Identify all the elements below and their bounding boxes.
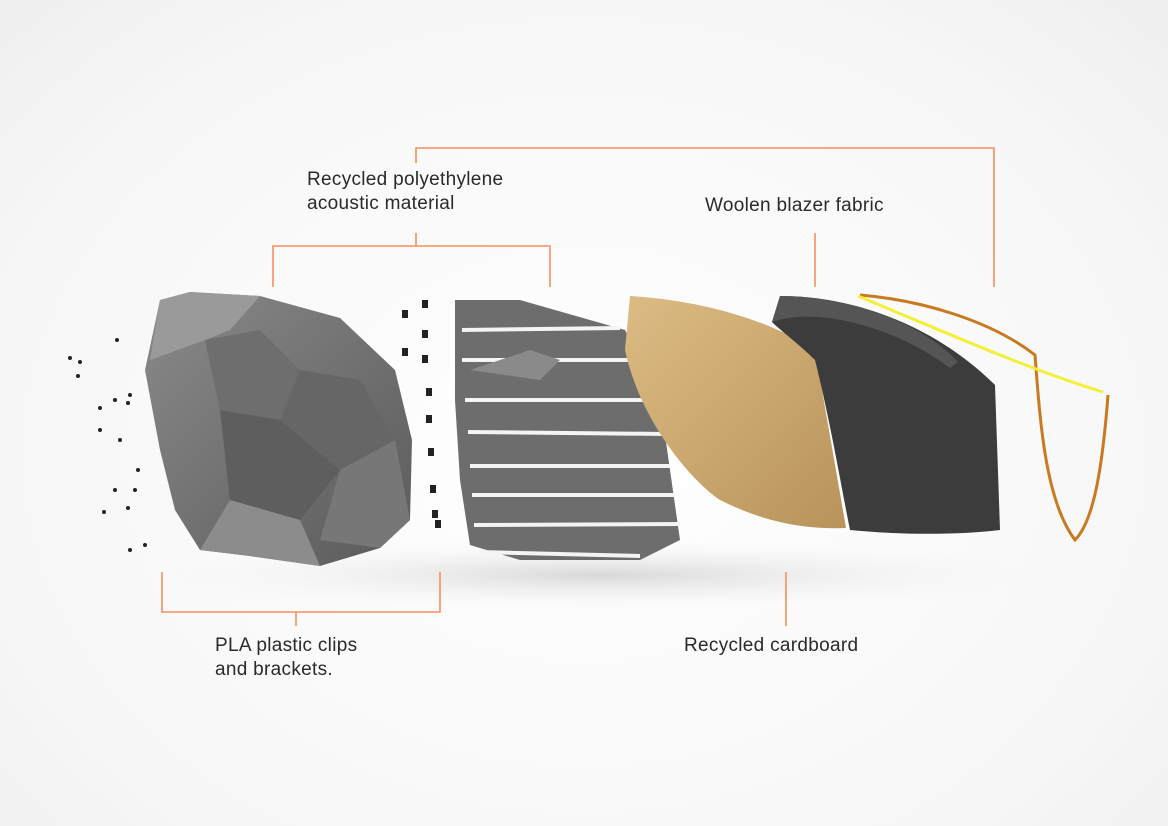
label-woolen: Woolen blazer fabric [705,195,884,216]
label-pla-line2: and brackets. [215,659,333,680]
woolen-fabric-part [772,296,1000,534]
leader-trim [415,147,995,287]
leader-pla-bracket [161,572,441,613]
leader-acoustic-bracket [272,245,551,287]
label-pla-line1: PLA plastic clips [215,635,358,656]
label-pla: PLA plastic clips and brackets. [215,634,357,682]
label-acoustic: Recycled polyethylene acoustic material [307,168,503,216]
acoustic-rib-part [455,300,681,560]
pla-clips [68,300,441,552]
leader-lines [161,147,995,626]
label-acoustic-line2: acoustic material [307,193,455,214]
trim-part [857,293,1110,543]
cardboard-part [625,296,846,529]
label-acoustic-line1: Recycled polyethylene [307,169,504,190]
label-cardboard: Recycled cardboard [684,635,859,656]
outer-shell-part [145,292,412,566]
